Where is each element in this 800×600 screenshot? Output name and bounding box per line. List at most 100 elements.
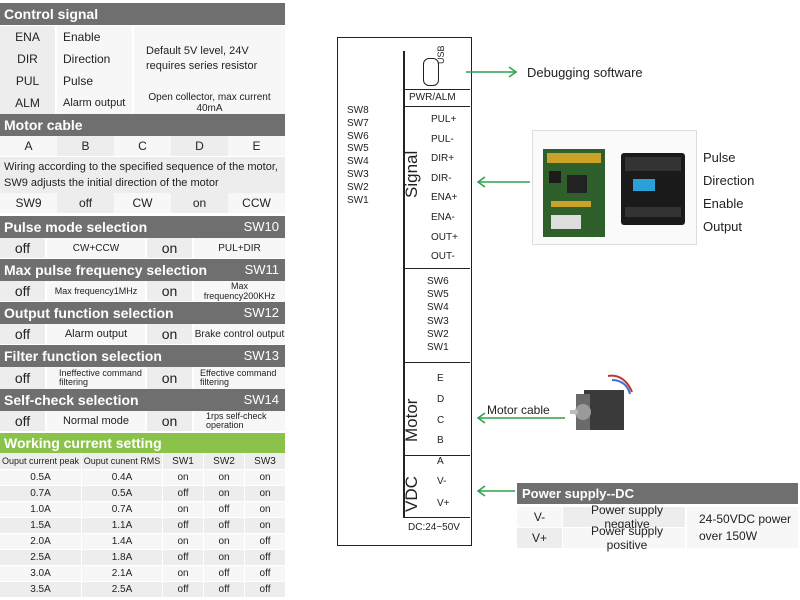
on-label: on: [147, 411, 192, 431]
selection-title: Output function selection: [4, 305, 174, 321]
current-table-cell: 0.5A: [0, 470, 81, 485]
motor-wire-letter: B: [57, 136, 114, 156]
signal-code: ALM: [0, 92, 55, 114]
on-label: on: [147, 367, 192, 389]
current-table-cell: 3.5A: [0, 582, 81, 597]
off-description: Normal mode: [47, 411, 145, 431]
off-description: Max frequency1MHz: [47, 281, 145, 301]
sw9-cell: CW: [114, 193, 171, 213]
signal-function-item: Enable: [703, 196, 744, 211]
signal-function-item: Direction: [703, 173, 755, 188]
off-description: Ineffective command filtering: [47, 367, 145, 389]
dip-switch-label: SW4: [427, 302, 449, 314]
selection-switch: SW12: [243, 305, 279, 320]
motor-wire-letter: C: [114, 136, 171, 156]
signal-pin: PUL-: [431, 133, 454, 145]
current-header-cell: SW1: [163, 453, 203, 469]
selection-title: Self-check selection: [4, 392, 139, 408]
on-label: on: [147, 281, 192, 301]
sw9-cell: on: [171, 193, 228, 213]
signal-pin: OUT+: [431, 231, 458, 243]
signal-pin: DIR-: [431, 172, 452, 184]
sw9-cell: off: [57, 193, 114, 213]
power-supply-header: Power supply--DC: [517, 483, 798, 504]
off-label: off: [0, 367, 45, 389]
motor-arrow: [476, 412, 565, 424]
vdc-pin: V+: [437, 498, 450, 509]
off-label: off: [0, 411, 45, 431]
on-description: PUL+DIR: [194, 238, 285, 258]
signal-name: Enable: [57, 26, 132, 48]
selection-switch: SW11: [244, 262, 279, 277]
current-table-cell: on: [163, 502, 203, 517]
sw9-cell: CCW: [228, 193, 285, 213]
on-description: 1rps self-check operation: [194, 411, 285, 431]
control-signal-header: Control signal: [0, 3, 285, 25]
dip-switch-label: SW5: [427, 289, 449, 301]
dip-switch-label: SW2: [347, 181, 369, 193]
current-table-cell: 1.4A: [82, 534, 162, 549]
divider-line: [404, 106, 470, 107]
motor-pin: C: [437, 414, 445, 426]
signal-code: PUL: [0, 70, 55, 92]
signal-function-item: Pulse: [703, 150, 736, 165]
off-description: CW+CCW: [47, 238, 145, 258]
on-description: Brake control output: [194, 324, 285, 344]
working-current-header: Working current setting: [0, 433, 285, 453]
current-table-cell: off: [245, 582, 285, 597]
current-table-cell: 2.5A: [0, 550, 81, 565]
level-note: Default 5V level, 24V requires series re…: [134, 26, 285, 92]
driver-terminal-divider: [403, 51, 405, 518]
selection-header: Filter function selection SW13: [0, 345, 285, 367]
current-table-cell: off: [204, 582, 244, 597]
current-table-cell: off: [163, 582, 203, 597]
current-table-cell: off: [204, 518, 244, 533]
current-table-cell: 3.0A: [0, 566, 81, 581]
dip-switch-label: SW6: [427, 276, 449, 287]
dip-switch-label: SW7: [347, 117, 369, 129]
current-table-cell: on: [245, 518, 285, 533]
current-table-cell: 0.4A: [82, 470, 162, 485]
selection-switch: SW10: [243, 219, 279, 234]
selection-title: Max pulse frequency selection: [4, 262, 208, 278]
motor-pin: A: [437, 456, 444, 468]
current-table-cell: on: [204, 550, 244, 565]
signal-pin: DIR+: [431, 153, 455, 165]
dip-switch-label: SW3: [427, 315, 449, 327]
current-table-cell: on: [163, 534, 203, 549]
selection-header: Self-check selection SW14: [0, 389, 285, 411]
selection-header: Max pulse frequency selection SW11: [0, 259, 285, 281]
signal-pin: ENA+: [431, 192, 458, 204]
motor-pin: E: [437, 373, 444, 384]
signal-pin: PUL+: [431, 114, 457, 125]
pwr-alm-label: PWR/ALM: [409, 92, 456, 103]
off-label: off: [0, 324, 45, 344]
current-table-cell: off: [163, 486, 203, 501]
dip-switch-label: SW1: [347, 194, 369, 206]
power-supply-title: Power supply--DC: [522, 486, 634, 501]
signal-pin: OUT-: [431, 251, 455, 263]
current-table-cell: 2.1A: [82, 566, 162, 581]
driver-box: [337, 37, 472, 546]
on-label: on: [147, 324, 192, 344]
selection-header: Pulse mode selection SW10: [0, 216, 285, 238]
current-table-cell: on: [163, 470, 203, 485]
current-table-cell: off: [245, 550, 285, 565]
current-table-cell: 1.0A: [0, 502, 81, 517]
signal-name: Alarm output: [57, 92, 132, 114]
working-current-title: Working current setting: [4, 435, 162, 451]
current-table-cell: 1.1A: [82, 518, 162, 533]
control-signal-title: Control signal: [4, 6, 99, 22]
power-pin: V+: [517, 528, 562, 548]
off-description: Alarm output: [47, 324, 145, 344]
selection-switch: SW13: [243, 348, 279, 363]
selection-title: Filter function selection: [4, 348, 162, 364]
current-table-cell: on: [245, 470, 285, 485]
selection-title: Pulse mode selection: [4, 219, 148, 235]
power-supply-note: 24-50VDC power over 150W: [687, 507, 798, 548]
off-label: off: [0, 238, 45, 258]
current-table-cell: on: [204, 486, 244, 501]
off-label: off: [0, 281, 45, 301]
dip-switch-label: SW2: [427, 328, 449, 340]
motor-wire-letter: A: [0, 136, 57, 156]
